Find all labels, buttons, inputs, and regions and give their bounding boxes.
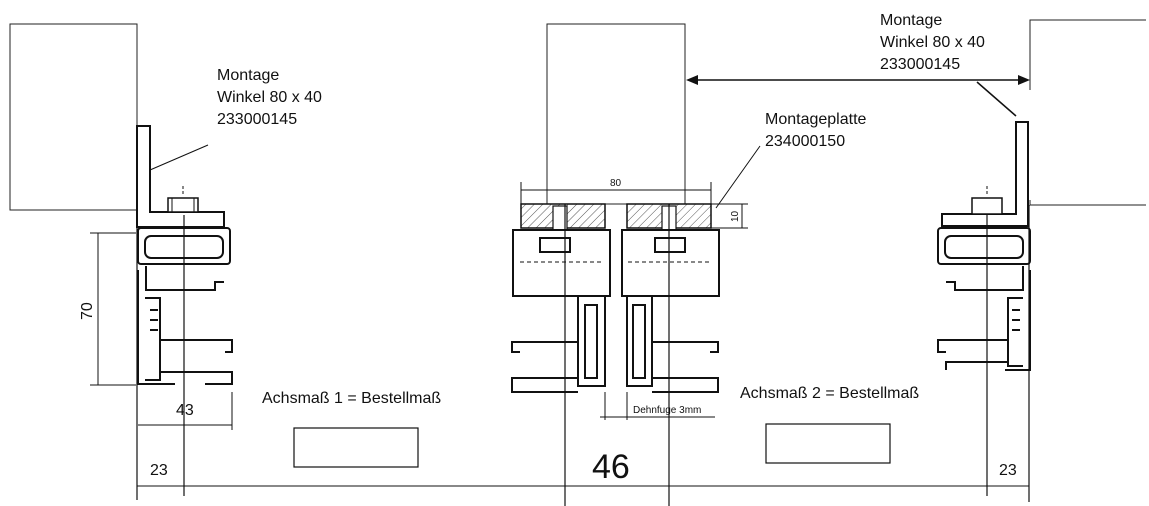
profile-center [511,229,720,393]
bestellmass-box-1[interactable] [293,427,419,468]
montage-left-line3: 233000145 [217,111,297,128]
dimension-23-left: 23 [150,462,168,479]
wall-center [546,23,686,205]
bolt-head-right [971,197,1003,215]
montageplatte-label: Montageplatte [765,111,867,128]
achsmass-2-label: Achsmaß 2 = Bestellmaß [740,385,919,402]
dimension-80: 80 [610,178,622,189]
montageplatte-number: 234000150 [765,133,845,150]
profile-right [937,227,1031,371]
dehnfuge-label: Dehnfuge 3mm [633,405,701,416]
wall-right [1029,19,1146,206]
dimension-23-right: 23 [999,462,1017,479]
bolt-head-left [167,197,199,213]
dimension-70: 70 [79,302,96,320]
montage-right-line2: Winkel 80 x 40 [880,34,985,51]
leader-montage-right [976,81,1017,117]
leader-montageplatte [715,145,761,209]
dimension-46-center: 46 [592,448,630,486]
achsmass-1-label: Achsmaß 1 = Bestellmaß [262,390,441,407]
profile-left [137,227,233,385]
dimension-10: 10 [730,210,741,222]
bestellmass-box-2[interactable] [765,423,891,464]
montage-right-line1: Montage [880,12,942,29]
wall-left [9,23,138,211]
dimension-43: 43 [176,402,194,419]
montage-left-line1: Montage [217,67,279,84]
montage-angle-right [941,121,1029,227]
montage-right-line3: 233000145 [880,56,960,73]
leader-montage-left [149,144,209,171]
montage-left-line2: Winkel 80 x 40 [217,89,322,106]
